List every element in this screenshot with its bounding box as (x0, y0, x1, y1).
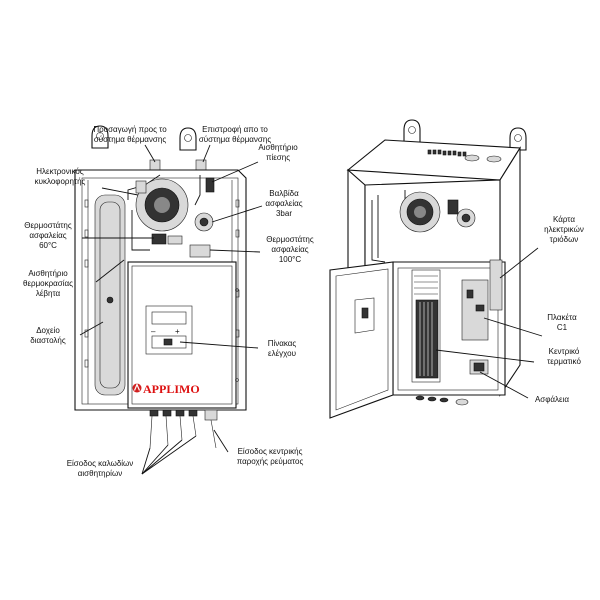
door-display (354, 297, 375, 334)
hanging-lug-icon (91, 125, 109, 149)
c1-label-2: C1 (557, 323, 568, 332)
boiler-sensor-label-2: θερμοκρασίας (23, 279, 73, 288)
triac-label-3: τριόδων (550, 235, 579, 244)
sensor-cables-label-1: Είσοδος καλωδίων (67, 459, 134, 468)
front-labels: Προσαγωγή προς το σύστημα θέρμανσης Επισ… (23, 125, 314, 478)
sensor-cables-label-2: αισθητηρίων (78, 469, 122, 478)
valve-label-2: ασφαλείας (265, 199, 302, 208)
hanging-lug-icon (509, 127, 527, 151)
panel-label-2: ελέγχου (268, 349, 296, 358)
hanging-lug-icon (179, 127, 197, 151)
return-label-2: σύστημα θέρμανσης (199, 135, 272, 144)
brand-name: APPLIMO (143, 382, 200, 396)
main-terminal-label-1: Κεντρικό (549, 347, 580, 356)
pressure-label-1: Αισθητήριο (258, 143, 298, 152)
c1-label-1: Πλακέτα (547, 313, 577, 322)
front-view: – + APPLIMO (74, 125, 247, 449)
boiler-sensor-label-1: Αισθητήριο (28, 269, 68, 278)
top-pipe-stub (486, 155, 502, 163)
power-label-1: Είσοδος κεντρικής (238, 447, 303, 456)
perspective-leader-lines (435, 247, 543, 399)
thermo100-label-1: Θερμοστάτης (266, 235, 314, 244)
minus-symbol: – (151, 327, 156, 336)
thermostat-icon (151, 233, 211, 258)
cable-gland-icon (415, 395, 469, 406)
supply-label-2: σύστημα θέρμανσης (94, 135, 167, 144)
pressure-sensor (205, 177, 215, 193)
fuse-holder (469, 359, 489, 375)
valve-label-3: 3bar (276, 209, 292, 218)
thermo100-label-2: ασφαλείας (271, 245, 308, 254)
perspective-labels: Κάρτα ηλεκτρικών τριόδων Πλακέτα C1 Κεντ… (535, 215, 584, 404)
hanging-lug-icon (403, 119, 421, 143)
control-panel-display: – + (145, 305, 193, 355)
plus-symbol: + (175, 327, 180, 336)
valve-label-1: Βαλβίδα (269, 189, 299, 198)
return-label-1: Επιστροφή απο το (202, 125, 268, 134)
triac-card (489, 259, 503, 311)
boiler-sensor-label-3: λέβητα (36, 289, 61, 298)
pump-label-2: κυκλοφορητής (35, 177, 86, 186)
pump-icon (399, 191, 441, 233)
triac-label-1: Κάρτα (553, 215, 575, 224)
valve-icon (194, 212, 214, 232)
thermo60-label-2: ασφαλείας (29, 231, 66, 240)
panel-door (329, 261, 394, 419)
perspective-view (329, 119, 527, 419)
thermo60-label-1: Θερμοστάτης (24, 221, 72, 230)
brand-logo: APPLIMO (132, 382, 200, 396)
pump-label-1: Ηλεκτρονικός (36, 167, 84, 176)
front-leader-lines (79, 144, 263, 475)
top-pipe-stub (464, 154, 480, 162)
pump-icon (135, 178, 189, 232)
tank-label-2: διαστολής (30, 336, 66, 345)
main-terminal-label-2: τερματικό (547, 357, 581, 366)
thermo60-label-3: 60°C (39, 241, 57, 250)
supply-label-1: Προσαγωγή προς το (93, 125, 167, 134)
panel-label-1: Πίνακας (268, 339, 297, 348)
thermo100-label-3: 100°C (279, 255, 302, 264)
main-terminal-block (411, 269, 441, 383)
valve-icon (456, 208, 476, 228)
expansion-tank (94, 194, 126, 396)
triac-label-2: ηλεκτρικών (544, 225, 584, 234)
tank-label-1: Δοχείο (36, 326, 60, 335)
fuses-label: Ασφάλεια (535, 395, 569, 404)
power-label-2: παροχής ρεύματος (237, 457, 304, 466)
pressure-label-2: πίεσης (266, 153, 290, 162)
cable-gland-icon (149, 409, 218, 421)
